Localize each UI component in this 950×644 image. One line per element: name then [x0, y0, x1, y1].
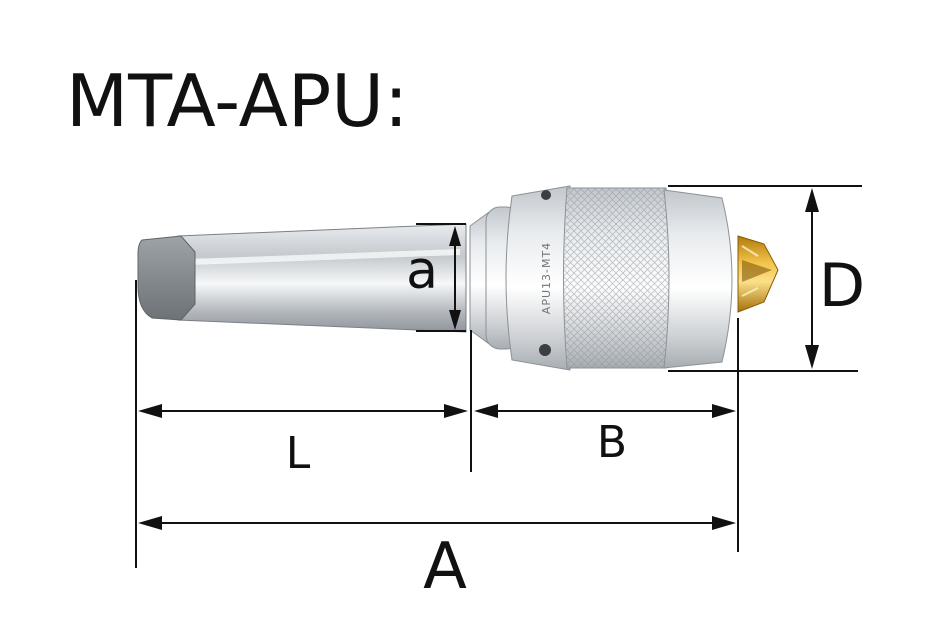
pin-hole-icon — [541, 190, 551, 200]
dimension-label-A: A — [423, 530, 467, 604]
pin-hole-icon — [539, 344, 551, 356]
dimension-label-a: a — [406, 241, 438, 301]
gold-jaws — [737, 235, 779, 313]
chuck-body: APU13-MT4 — [505, 185, 571, 371]
dimension-label-L: L — [286, 428, 311, 479]
chuck-engraving: APU13-MT4 — [540, 242, 553, 314]
knurled-sleeve — [563, 187, 671, 369]
chuck-nose — [663, 189, 733, 369]
dimension-lines — [135, 185, 862, 568]
diagram-title: MTA-APU: — [66, 59, 409, 143]
tang — [137, 235, 196, 321]
dimension-label-B: B — [597, 417, 627, 468]
dimension-label-D: D — [819, 251, 865, 321]
